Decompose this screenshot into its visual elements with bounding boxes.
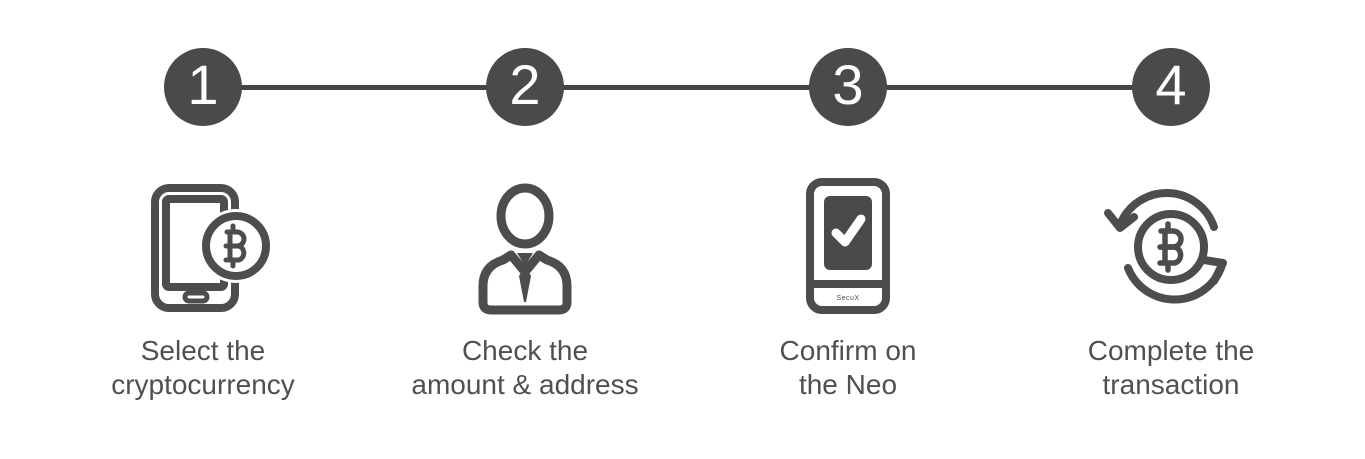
step-4: 4 Complete the transa [1011, 0, 1331, 459]
step-number: 3 [832, 53, 864, 116]
label-line-2: the Neo [798, 369, 898, 400]
check-icon [831, 214, 866, 247]
step-1: 1 Select the cryptocurr [43, 0, 363, 459]
step-3: SecuX 3 Confirm on the Neo [688, 0, 1008, 459]
label-line-1: Confirm on [779, 335, 917, 366]
label-line-1: Check the [461, 335, 589, 366]
step-2: 2 Check the amount & address [365, 0, 685, 459]
label-line-1: Select the [140, 335, 266, 366]
step-1-icon-box [133, 174, 273, 318]
person-tie-icon [478, 183, 572, 315]
step-number: 1 [187, 53, 219, 116]
refresh-arrows [1104, 189, 1227, 304]
step-2-label: Check the amount & address [365, 334, 685, 402]
bitcoin-symbol [1157, 221, 1184, 273]
step-2-number-badge: 2 [486, 48, 564, 126]
label-line-2: cryptocurrency [111, 369, 295, 400]
step-number: 4 [1155, 53, 1187, 116]
step-4-icon-box [1101, 174, 1241, 318]
step-2-icon-box [455, 174, 595, 318]
label-line-2: transaction [1102, 369, 1240, 400]
phone-bitcoin-icon [151, 184, 273, 312]
step-number: 2 [509, 53, 541, 116]
bitcoin-symbol [223, 223, 247, 269]
step-3-label: Confirm on the Neo [688, 334, 1008, 402]
step-connector-line [203, 85, 1169, 90]
label-line-1: Complete the [1087, 335, 1255, 366]
step-4-label: Complete the transaction [1011, 334, 1331, 402]
device-brand-text: SecuX [836, 295, 859, 302]
device-check-icon: SecuX [806, 178, 890, 314]
step-1-number-badge: 1 [164, 48, 242, 126]
label-line-2: amount & address [411, 369, 639, 400]
step-4-number-badge: 4 [1132, 48, 1210, 126]
step-1-label: Select the cryptocurrency [43, 334, 363, 402]
step-3-icon-box: SecuX [778, 174, 918, 318]
tie-shape [517, 253, 533, 302]
step-3-number-badge: 3 [809, 48, 887, 126]
bitcoin-refresh-icon [1104, 189, 1227, 304]
